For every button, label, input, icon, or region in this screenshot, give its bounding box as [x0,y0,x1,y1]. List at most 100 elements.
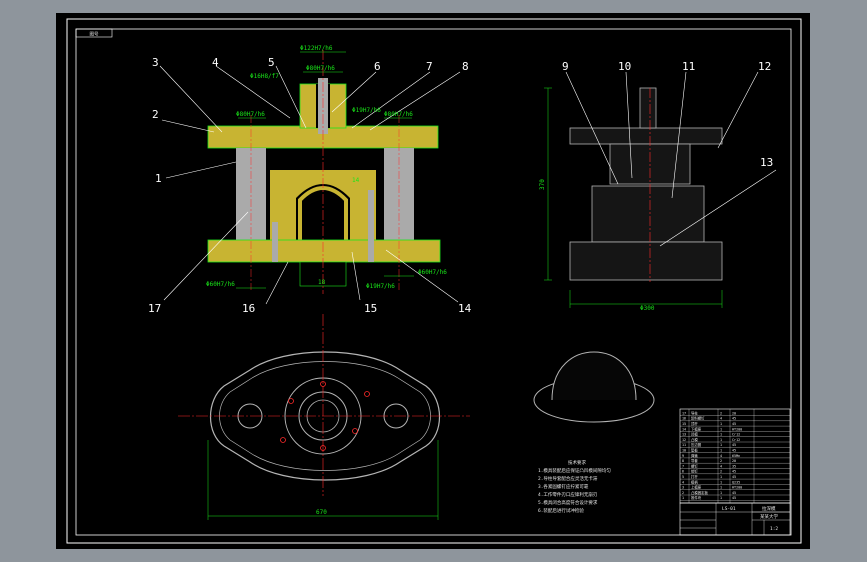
bom-cell: 凹模 [691,432,698,437]
bom-cell: 5 [682,475,684,479]
callout-17: 17 [148,302,161,315]
notes-line-2: 2.导柱导套配合应灵活无卡滞 [538,475,598,482]
bom-cell: 1 [720,427,722,431]
side-leaders [565,71,777,247]
dim-bottom-mid-fit: Φ19H7/h6 [366,283,395,290]
callout-12: 12 [758,60,771,73]
callout-8: 8 [462,60,469,73]
bom-cell: 9 [682,454,684,458]
callout-13: 13 [760,156,773,169]
bom-cell: 6 [682,470,684,474]
callout-6: 6 [374,60,381,73]
dim-side-height: 370 [539,179,546,190]
callout-3: 3 [152,56,159,69]
bom-cell: 1 [720,443,722,447]
front-section-view[interactable]: 1 2 3 4 5 6 7 8 14 15 16 17 Φ122H7/h6 Φ8… [148,45,472,315]
callout-16: 16 [242,302,255,315]
side-shank [639,87,657,129]
plan-view[interactable]: 670 [178,314,470,520]
bom-cell: 20 [732,459,736,463]
callout-5: 5 [268,56,275,69]
plan-inner-outline [219,361,431,471]
title-block[interactable]: LS-01 拉深模 某某大学 1:2 [679,502,791,536]
bom-cell: 1 [682,496,684,500]
title-drawing-no: LS-01 [722,506,736,512]
bom-cell: 17 [682,411,686,415]
dim-top-fit: Φ122H7/h6 [300,45,333,52]
drawn-cup-part[interactable] [533,351,655,423]
bom-cell: 4 [720,454,722,458]
notes-line-6: 6.装配后进行试冲检验 [538,507,584,514]
bom-cell: 上模座 [691,485,702,490]
cup-dome [551,351,637,401]
dim-left-guide-fit: Φ80H7/h6 [236,111,265,118]
bom-cell: 15 [682,422,686,426]
bom-cell: 45 [732,422,736,426]
callout-15: 15 [364,302,377,315]
bom-cell: 模柄 [691,479,698,484]
bom-cell: 垫板 [691,448,698,453]
bom-cell: 10 [682,449,686,453]
bom-cell: 推件块 [691,495,702,500]
bom-cell: 2 [720,459,722,463]
bom-cell: 13 [682,433,686,437]
side-die [591,185,705,243]
bom-cell: Q235 [732,480,740,484]
front-leaders [159,65,461,305]
callout-14: 14 [458,302,472,315]
bom-cell: 1 [720,491,722,495]
stripper-bolt-left [272,222,278,262]
bom-cell: 1 [720,496,722,500]
dim-punch-fit: Φ80H7/h6 [306,65,335,72]
bom-cell: 凸模固定板 [691,490,709,495]
title-block-frame [679,502,791,536]
bom-cell: 3 [682,486,684,490]
callout-11: 11 [682,60,695,73]
bom-cell: 弹簧 [691,453,698,458]
dim-plan-width: 670 [316,509,327,516]
callout-4: 4 [212,56,219,69]
bom-cell: 45 [732,491,736,495]
inner-frame [75,28,792,536]
bom-cell: 压边圈 [691,442,702,447]
bom-cell: 2 [720,411,722,415]
notes-line-4: 4.工作零件刃口应锋利无崩刃 [538,491,597,498]
drawing-number-tag: 图号 [90,32,99,38]
bom-cell: 4 [720,417,722,421]
outer-frame [66,18,802,544]
bom-cell: 1 [720,449,722,453]
title-block-grid [680,503,790,535]
drawn-cup-wall [298,186,348,240]
lower-die-shoe [208,240,440,262]
notes-heading: 技术要求 [568,459,586,466]
bom-cell: 65Mn [732,454,740,458]
notes-line-3: 3.各紧固螺钉应拧紧可靠 [538,483,589,490]
bom-cell: 14 [682,427,686,431]
bom-cell: 45 [732,475,736,479]
bom-cell: HT200 [732,427,742,431]
bom-cell: 8 [682,459,684,463]
bom-cell: 卸料螺钉 [691,416,705,421]
side-dim-lines [544,87,723,308]
bom-cell: 1 [720,433,722,437]
bom-cell: 螺钉 [691,463,698,468]
bom-cell: Cr12 [732,438,740,442]
plan-dim-lines [207,440,439,520]
dim-pin-fit-right: Φ19H7/h6 [352,107,381,114]
bom-cell: 导柱 [691,410,698,415]
title-drawing-title: 拉深模 [762,505,776,512]
bom-cell: 12 [682,438,686,442]
side-view[interactable]: 9 10 11 12 13 370 Φ300 [539,60,777,312]
dim-right-guide-fit: Φ80H7/h6 [384,111,413,118]
callout-7: 7 [426,60,433,73]
bom-cell: 4 [720,464,722,468]
drawing-number-tag-box [75,28,113,38]
dim-ejector: 18 [318,279,326,286]
bom-cell: 1 [720,486,722,490]
notes-line-5: 5.模具闭合高度符合设计要求 [538,499,598,506]
bom-cell: 4 [682,480,684,484]
bom-cell: 1 [720,475,722,479]
bom-cell: 导套 [691,458,698,463]
